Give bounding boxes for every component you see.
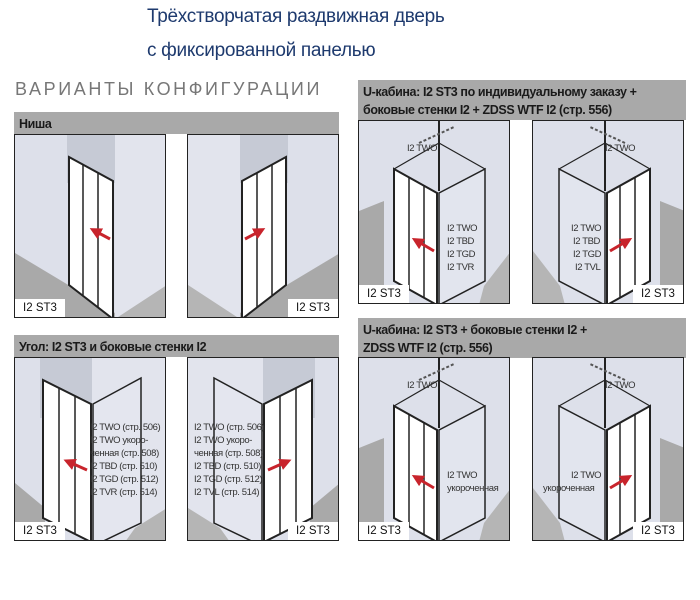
page-title-line2: с фиксированной панелью — [147, 40, 376, 61]
side-wall-label: I2 TWO — [571, 223, 601, 234]
config-corner-left: I2 TWO (стр. 506) I2 TWO укоро- ченная (… — [14, 357, 166, 541]
niche-door-right-illustration — [188, 135, 339, 318]
u-cabin-right-illustration: I2 TWO I2 TWO I2 TBD I2 TGD I2 TVL — [533, 121, 684, 304]
model-code: I2 ST3 — [359, 285, 409, 303]
config-corner-right: I2 TWO (стр. 506) I2 TWO укоро- ченная (… — [187, 357, 339, 541]
side-wall-label: I2 TWO — [571, 470, 601, 481]
side-wall-label: I2 TVL — [575, 262, 601, 273]
side-wall-label: I2 TWO — [447, 470, 477, 481]
page-title-line1: Трёхстворчатая раздвижная дверь — [147, 6, 445, 27]
config-u-cabin-right: I2 TWO I2 TWO укороченная I2 ST3 — [532, 357, 684, 541]
side-wall-label: I2 TBD (стр. 510) — [90, 461, 157, 472]
corner-left-illustration: I2 TWO (стр. 506) I2 TWO укоро- ченная (… — [15, 358, 166, 541]
model-code: I2 ST3 — [359, 522, 409, 540]
config-niche-right: I2 ST3 — [187, 134, 339, 318]
back-wall-label: I2 TWO — [605, 143, 635, 154]
side-wall-label: ченная (стр. 508) — [90, 448, 159, 459]
side-wall-label: I2 TWO укоро- — [90, 435, 148, 446]
back-wall-label: I2 TWO — [407, 380, 437, 391]
side-wall-label: I2 TBD (стр. 510) — [194, 461, 261, 472]
side-wall-label: I2 TVR — [447, 262, 475, 273]
section-label: ВАРИАНТЫ КОНФИГУРАЦИИ — [15, 79, 322, 99]
side-wall-label: I2 TBD — [447, 236, 475, 247]
model-code: I2 ST3 — [15, 522, 65, 540]
side-wall-label: укороченная — [543, 483, 595, 494]
header-text: Ниша — [19, 117, 52, 131]
back-wall-label: I2 TWO — [605, 380, 635, 391]
side-wall-label: I2 TWO — [447, 223, 477, 234]
model-code: I2 ST3 — [288, 299, 338, 317]
model-code: I2 ST3 — [633, 285, 683, 303]
u-cabin-right-illustration: I2 TWO I2 TWO укороченная — [533, 358, 684, 541]
side-wall-label: I2 TGD (стр. 512) — [90, 474, 158, 485]
section-header-niche: Ниша — [14, 112, 339, 134]
side-wall-label: укороченная — [447, 483, 499, 494]
header-text: Угол: I2 ST3 и боковые стенки I2 — [19, 340, 207, 354]
config-u-cabin-custom-right: I2 TWO I2 TWO I2 TBD I2 TGD I2 TVL I2 ST… — [532, 120, 684, 304]
config-niche-left: I2 ST3 — [14, 134, 166, 318]
u-cabin-left-illustration: I2 TWO I2 TWO укороченная — [359, 358, 510, 541]
side-wall-label: I2 TWO (стр. 506) — [90, 422, 160, 433]
model-code: I2 ST3 — [633, 522, 683, 540]
side-wall-label: I2 TGD — [447, 249, 476, 260]
side-wall-label: I2 TGD (стр. 512) — [194, 474, 262, 485]
section-header-corner: Угол: I2 ST3 и боковые стенки I2 — [14, 335, 339, 357]
model-code: I2 ST3 — [15, 299, 65, 317]
header-text: U-кабина: I2 ST3 по индивидуальному зака… — [363, 85, 637, 99]
model-code: I2 ST3 — [288, 522, 338, 540]
config-u-cabin-custom-left: I2 TWO I2 TWO I2 TBD I2 TGD I2 TVR I2 ST… — [358, 120, 510, 304]
side-wall-label: I2 TVL (стр. 514) — [194, 487, 259, 498]
section-header-u-cabin: U-кабина: I2 ST3 + боковые стенки I2 + Z… — [358, 318, 686, 358]
side-wall-label: I2 TGD — [573, 249, 602, 260]
side-wall-label: ченная (стр. 508) — [194, 448, 263, 459]
section-header-u-cabin-custom: U-кабина: I2 ST3 по индивидуальному зака… — [358, 80, 686, 120]
side-wall-label: I2 TVR (стр. 514) — [90, 487, 157, 498]
header-text: ZDSS WTF I2 (стр. 556) — [363, 341, 493, 355]
corner-right-illustration: I2 TWO (стр. 506) I2 TWO укоро- ченная (… — [188, 358, 339, 541]
side-wall-label: I2 TWO укоро- — [194, 435, 252, 446]
config-u-cabin-left: I2 TWO I2 TWO укороченная I2 ST3 — [358, 357, 510, 541]
header-text: U-кабина: I2 ST3 + боковые стенки I2 + — [363, 323, 587, 337]
side-wall-label: I2 TBD — [573, 236, 601, 247]
back-wall-label: I2 TWO — [407, 143, 437, 154]
side-wall-label: I2 TWO (стр. 506) — [194, 422, 264, 433]
u-cabin-left-illustration: I2 TWO I2 TWO I2 TBD I2 TGD I2 TVR — [359, 121, 510, 304]
header-text: боковые стенки I2 + ZDSS WTF I2 (стр. 55… — [363, 103, 612, 117]
niche-door-left-illustration — [15, 135, 166, 318]
